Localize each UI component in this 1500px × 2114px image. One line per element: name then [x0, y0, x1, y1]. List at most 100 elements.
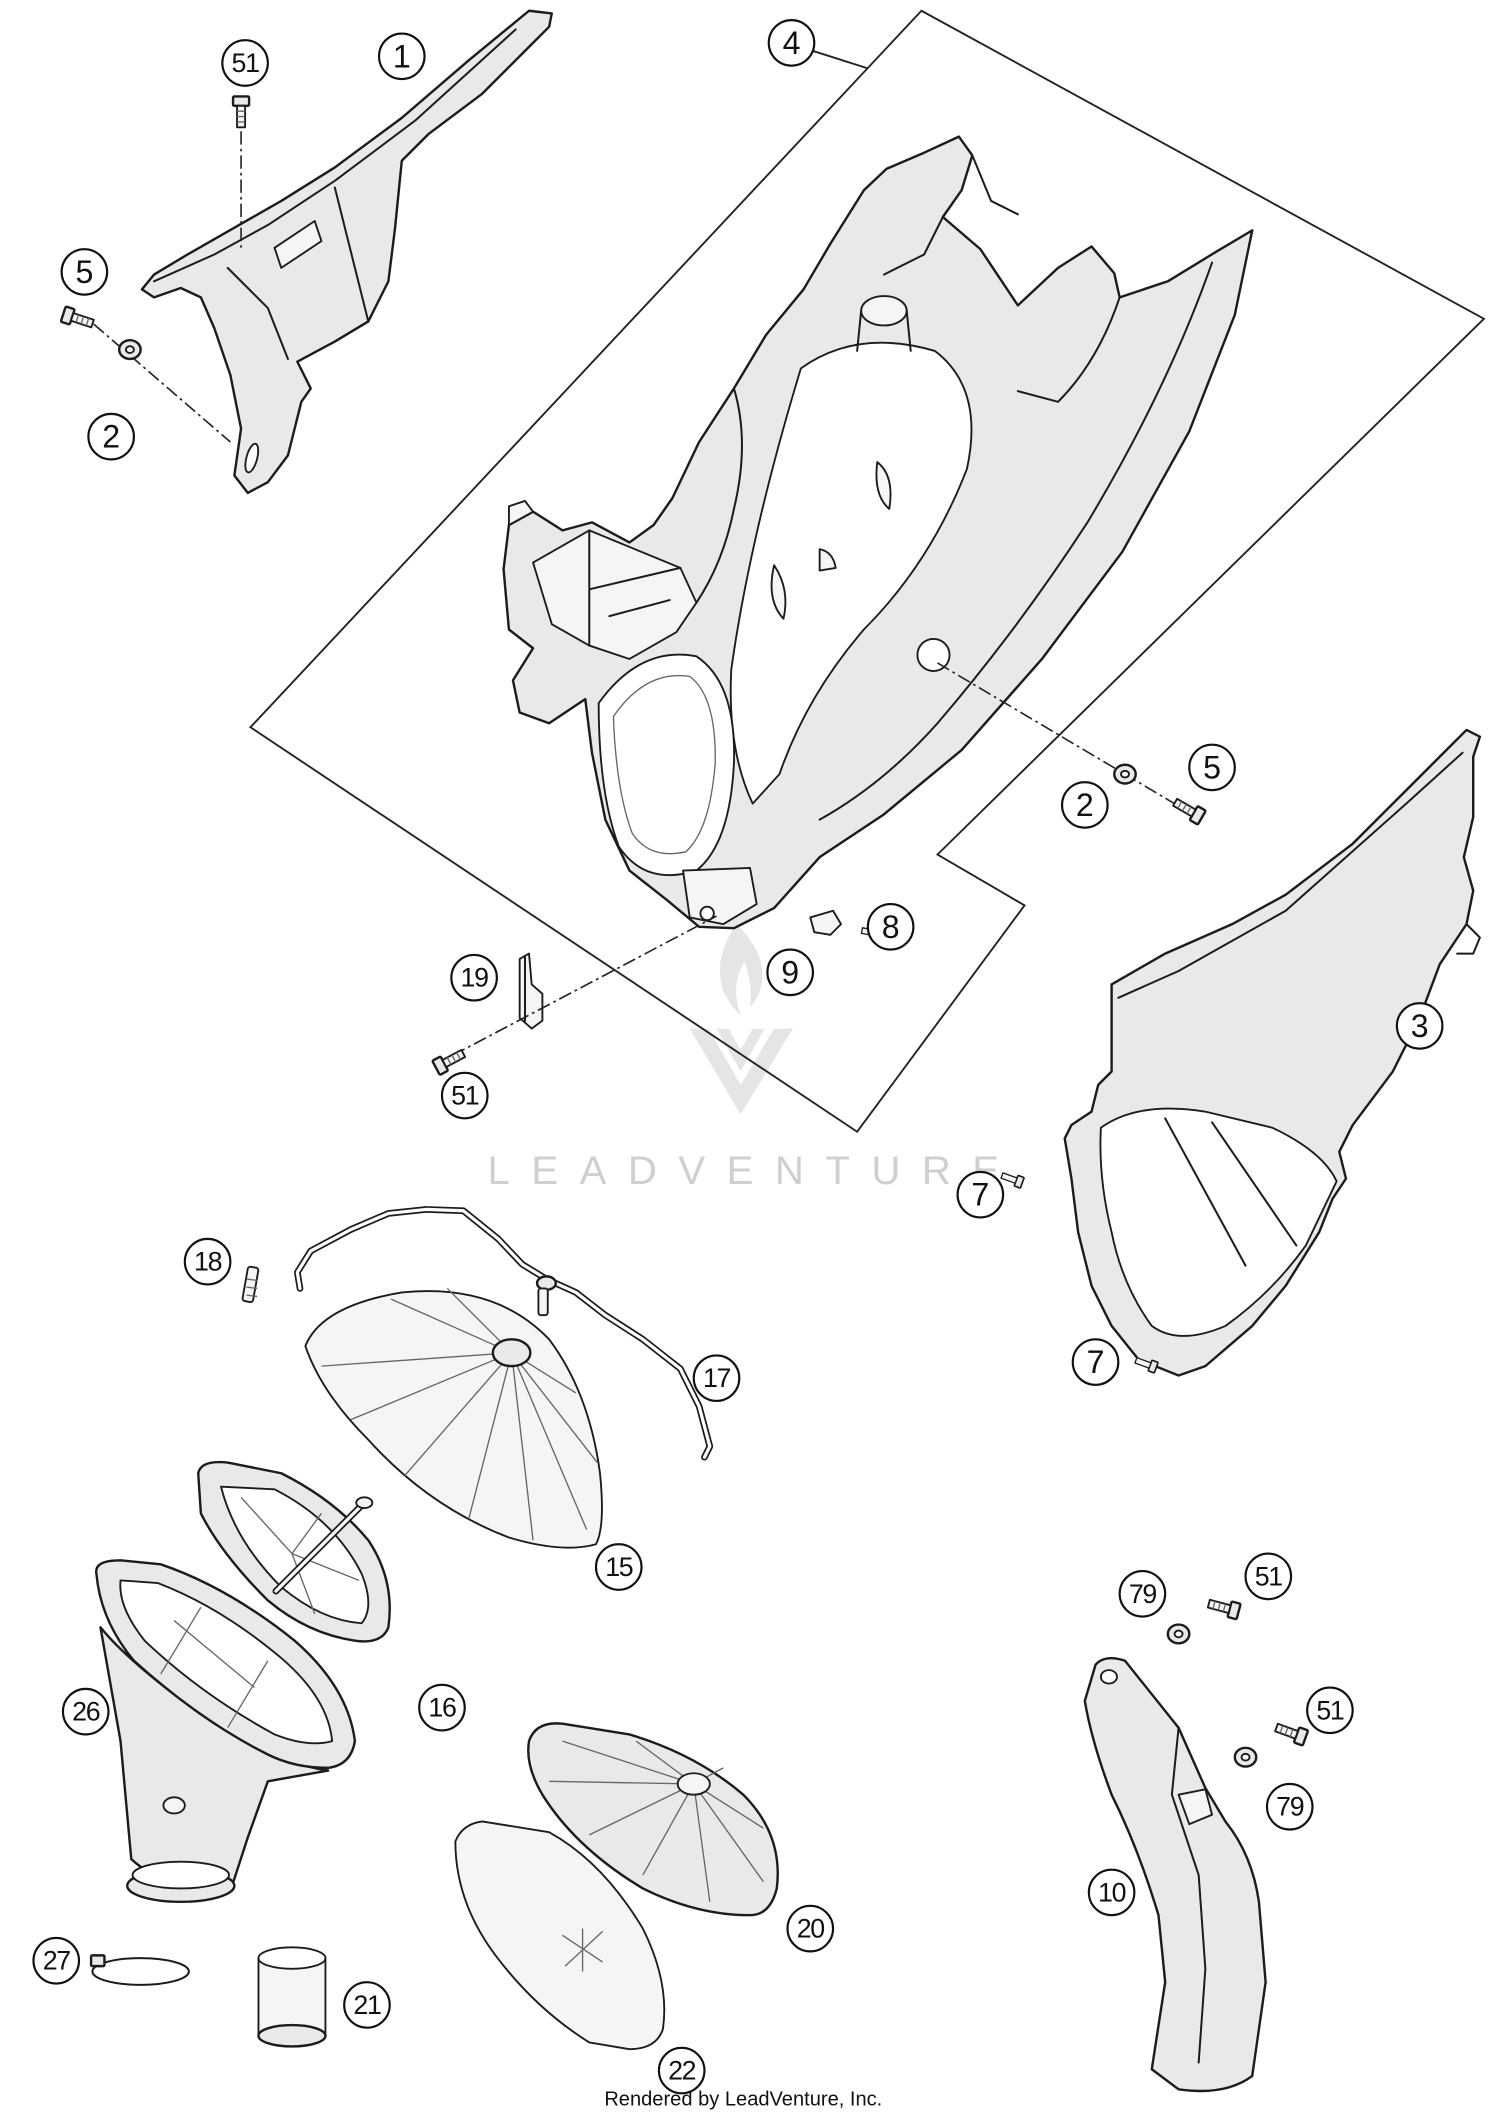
part-22-foam-element [454, 1820, 666, 2051]
screw-shank [1134, 1357, 1152, 1369]
watermark-chevron-outer [689, 1028, 793, 1115]
callout-27: 27 [32, 1936, 81, 1985]
part-27-clamp [89, 1954, 190, 1986]
panel-outline [140, 9, 553, 495]
callout-badge [1060, 781, 1109, 829]
group-4-leader [812, 50, 869, 70]
callout-number: 22 [668, 2056, 696, 2086]
callout-3: 3 [1395, 1002, 1444, 1050]
callout-badge [1188, 743, 1236, 792]
leader-dash-right-grommet [937, 662, 1182, 809]
washer-hole [1173, 1629, 1184, 1639]
callout-badge [692, 1354, 741, 1402]
callout-7-lower: 7 [1071, 1338, 1120, 1386]
render-credit: Rendered by LeadVenture, Inc. [604, 2088, 882, 2110]
bolt-thread [237, 110, 246, 123]
callout-number: 21 [353, 1990, 381, 2020]
part-7-screw-lower [1134, 1357, 1159, 1374]
wire-joint-stud [537, 1287, 549, 1317]
boot-outlet [131, 1860, 230, 1890]
washer-hole [1120, 769, 1130, 779]
callout-51-snorkel-lower: 51 [1306, 1686, 1354, 1735]
tray-tab [507, 499, 534, 526]
part-51-bolt-snorkel-upper [1206, 1598, 1242, 1621]
callout-15: 15 [594, 1543, 643, 1591]
callout-badge [61, 1687, 110, 1736]
bolt-thread [1279, 1725, 1294, 1738]
callout-badge [1265, 1782, 1314, 1831]
panel-pocket [1099, 1107, 1338, 1337]
leader-dash-left-panel [93, 323, 231, 443]
part-51-bolt-lower [431, 1048, 467, 1076]
part-7-screw-upper [1000, 1172, 1025, 1189]
fender-bottom-lug-hole [699, 905, 715, 922]
foam-outline [454, 1820, 666, 2051]
callout-8: 8 [866, 902, 915, 951]
callout-number: 10 [1098, 1877, 1126, 1907]
callout-number: 51 [1316, 1695, 1344, 1725]
callout-19: 19 [450, 953, 498, 1002]
part-9-clip [809, 909, 843, 936]
cage-rod-highlight [274, 1501, 366, 1593]
panel-fold-line [226, 186, 370, 360]
callout-18: 18 [183, 1237, 232, 1286]
bolt-thread [1212, 1600, 1227, 1612]
callout-badge [183, 1237, 232, 1286]
fender-mount-boss-sides [856, 309, 912, 352]
part-26-intake-boot [95, 1559, 357, 1904]
callout-number: 51 [451, 1081, 479, 1111]
part-5-bolt-right [1172, 797, 1207, 826]
callout-51-lower: 51 [440, 1071, 489, 1120]
electronics-tray-detail [588, 529, 682, 647]
callout-number: 79 [1276, 1792, 1304, 1822]
boot-nipple [162, 1796, 186, 1815]
snorkel-fold-line [1170, 1726, 1207, 2064]
callout-badge [767, 19, 816, 67]
electronics-tray [532, 529, 698, 660]
callout-number: 1 [393, 38, 411, 74]
callout-21: 21 [343, 1981, 391, 2029]
callout-20: 20 [786, 1904, 835, 1953]
leader-dash-19 [452, 915, 717, 1057]
part-16-filter-cage [197, 1460, 391, 1643]
part-79-washer-upper [1166, 1623, 1191, 1645]
filter-pleats [321, 1287, 598, 1541]
callout-badge [418, 1683, 466, 1732]
part-51-bolt-snorkel-lower [1274, 1722, 1309, 1747]
callout-number: 26 [72, 1697, 100, 1727]
callout-number: 7 [1087, 1344, 1105, 1380]
bolt-thread [75, 314, 90, 326]
callout-22: 22 [657, 2046, 706, 2095]
grid-hub [676, 1772, 711, 1796]
panel-strip-line [1117, 751, 1464, 999]
foam-marking [562, 1928, 604, 1972]
part-3-side-panel [1063, 728, 1482, 1377]
grid-ribs [549, 1740, 764, 1902]
airbox-inlet [597, 653, 736, 877]
sleeve-body [257, 1957, 327, 2037]
callout-number: 4 [783, 25, 801, 61]
sleeve-top [257, 1946, 327, 1970]
part-17-filter-holder-wire [293, 1206, 714, 1461]
grid-outline [527, 1722, 779, 1917]
fender-fold-line [818, 261, 1214, 821]
callout-51-snorkel-upper: 51 [1244, 1552, 1293, 1601]
part-15-air-filter [304, 1287, 603, 1549]
fender-inner-cavity [729, 341, 973, 805]
callout-26: 26 [61, 1687, 110, 1736]
fender-grommet-hole [916, 637, 951, 672]
callout-badge [377, 32, 426, 81]
airbox-side-line [695, 387, 743, 604]
watermark-flame [719, 924, 763, 1016]
part-2-washer-right [1113, 763, 1137, 785]
stud-body [241, 1265, 260, 1304]
callout-badge [956, 1170, 1005, 1219]
callout-badge [343, 1981, 391, 2029]
callout-number: 19 [461, 963, 489, 993]
callout-number: 27 [43, 1946, 71, 1976]
callout-badge [87, 412, 135, 461]
boot-inner-grid [160, 1606, 269, 1729]
snorkel-tab [1177, 1788, 1213, 1826]
callout-number: 51 [232, 48, 260, 78]
callout-badge [1087, 1868, 1136, 1917]
